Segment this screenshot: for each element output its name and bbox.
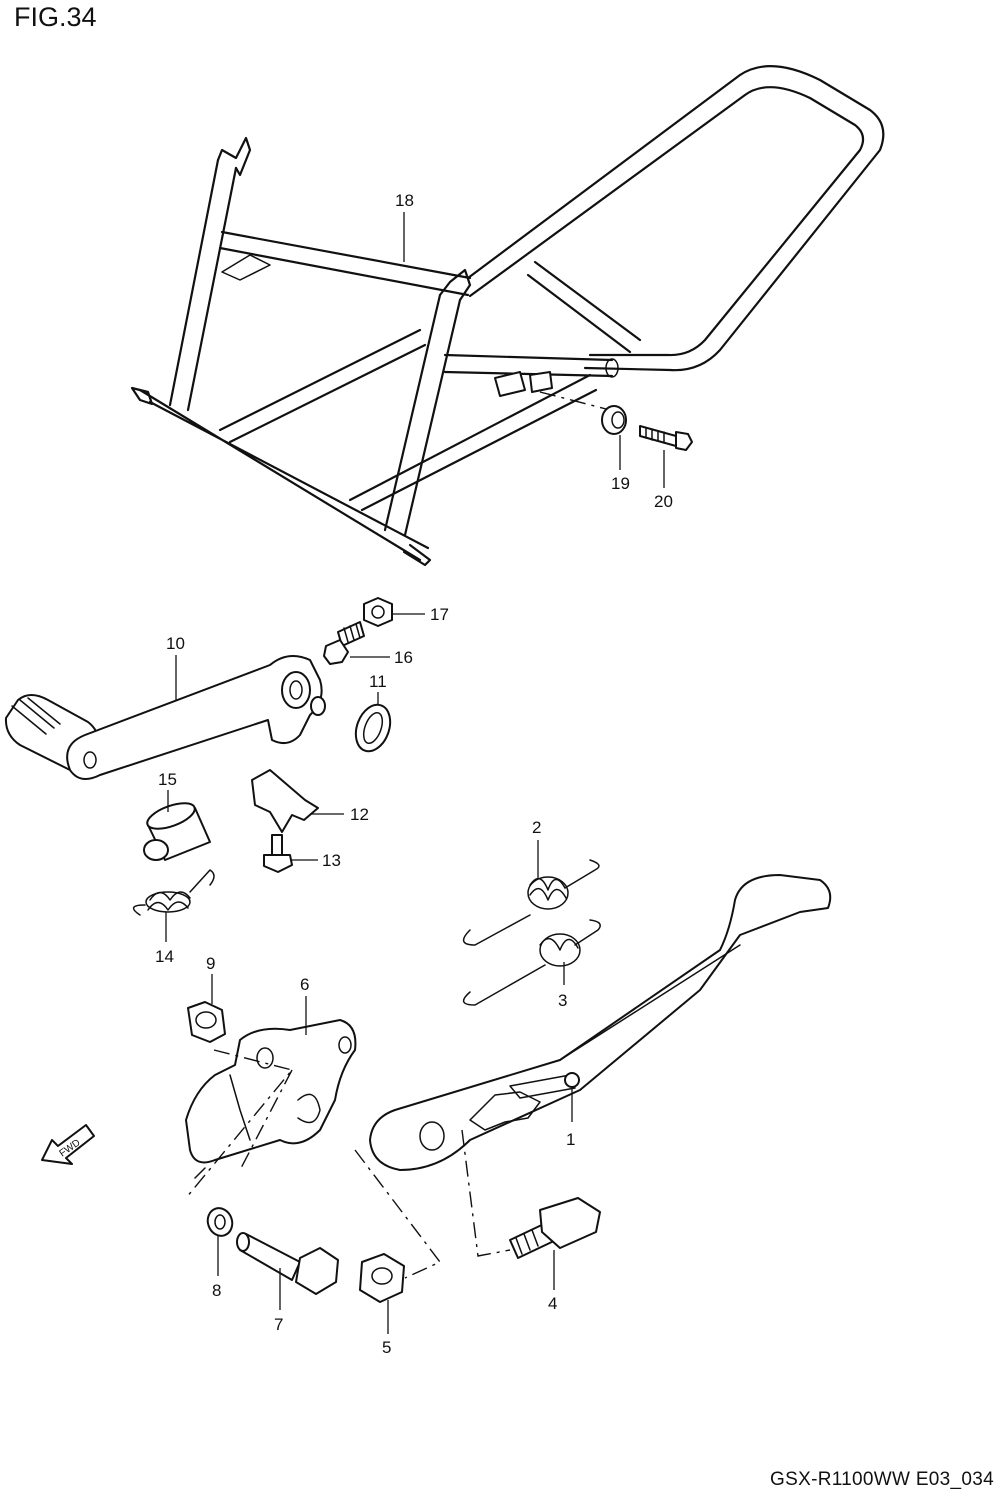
brake-pedal [4,655,326,780]
washer-part-8 [206,1207,234,1237]
callout-3: 3 [558,991,567,1010]
nut-part-9 [187,1001,226,1043]
bracket-part-12 [251,769,319,833]
bolt-part-20 [639,425,693,451]
callout-8: 8 [212,1281,221,1300]
callout-19: 19 [611,474,630,493]
nut-part-5 [359,1253,405,1303]
callout-15: 15 [158,770,177,789]
callout-17: 17 [430,605,449,624]
callout-20: 20 [654,492,673,511]
callout-14: 14 [155,947,174,966]
callout-1: 1 [566,1130,575,1149]
bushing-part-19 [601,405,627,435]
spring-part-14 [132,869,215,916]
callout-7: 7 [274,1315,283,1334]
nut-part-17 [363,597,393,627]
callout-9: 9 [206,954,215,973]
spring-part-2 [462,859,600,946]
callout-4: 4 [548,1294,557,1313]
callout-12: 12 [350,805,369,824]
side-stand [369,874,832,1171]
bolt-part-7 [236,1232,339,1295]
callout-2: 2 [532,818,541,837]
screw-part-13 [263,834,293,873]
diagram-code: GSX-R1100WW E03_034 [770,1469,994,1490]
callout-13: 13 [322,851,341,870]
center-stand-frame [130,65,885,567]
figure-title: FIG.34 [14,2,97,32]
callout-18: 18 [395,191,414,210]
fwd-arrow-icon: FWD [41,1124,95,1165]
callout-11: 11 [369,672,387,691]
callout-5: 5 [382,1338,391,1357]
sleeve-part-15 [143,802,211,861]
callout-10: 10 [166,634,185,653]
side-stand-bracket [185,1019,357,1179]
bolt-part-4 [509,1197,601,1259]
callout-16: 16 [394,648,413,667]
washer-part-11 [354,703,392,753]
callout-6: 6 [300,975,309,994]
spring-part-3 [462,919,601,1006]
bolt-part-16 [323,621,365,665]
callouts: 18 19 20 17 16 10 11 12 13 15 14 2 3 9 6… [155,191,673,1357]
